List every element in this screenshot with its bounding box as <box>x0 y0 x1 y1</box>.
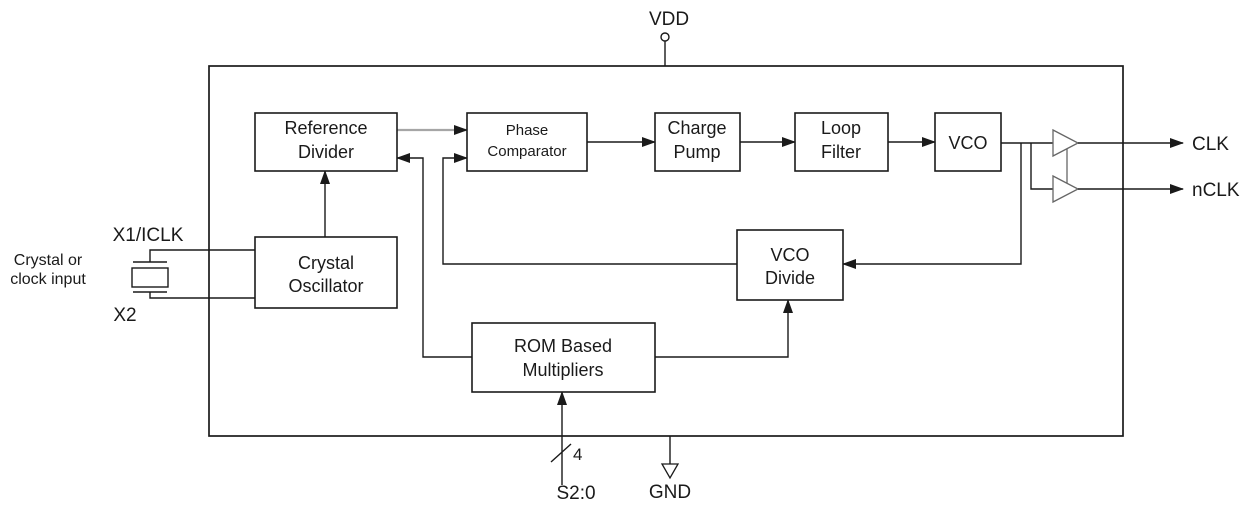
vdd-pin-circle-icon <box>660 32 670 42</box>
bus-width-slash-icon <box>550 443 572 463</box>
bus-width-label: 4 <box>573 445 582 464</box>
reference-divider-label-line2: Divider <box>298 142 354 162</box>
wire-x1-to-xtalosc <box>149 249 256 262</box>
crystal-input: X1/ICLK X2 Crystal or clock input <box>10 225 256 326</box>
block-loop-filter: Loop Filter <box>794 112 889 172</box>
chip-boundary <box>208 65 1124 437</box>
vco-divide-label-line1: VCO <box>770 245 809 265</box>
nclk-pin-label: nCLK <box>1192 180 1240 201</box>
vdd-pin: VDD <box>649 9 689 66</box>
gnd-pin: GND <box>649 436 691 503</box>
wire-x2-to-xtalosc <box>149 292 256 299</box>
wire-vco-to-vcodivide <box>842 143 1022 269</box>
vdd-label: VDD <box>649 9 689 30</box>
crystal-oscillator-label-line2: Oscillator <box>288 276 363 296</box>
block-charge-pump: Charge Pump <box>654 112 741 172</box>
rom-multipliers-label-line2: Multipliers <box>522 360 603 380</box>
loop-filter-label-line1: Loop <box>821 118 861 138</box>
clk-pin-label: CLK <box>1192 134 1229 155</box>
block-vco-divide: VCO Divide <box>736 229 844 301</box>
block-reference-divider: Reference Divider <box>254 112 398 172</box>
input-note-line2: clock input <box>10 271 86 288</box>
x1-pin-label: X1/ICLK <box>113 225 184 246</box>
charge-pump-label-line2: Pump <box>673 142 720 162</box>
wire-vcodivide-to-phasecomp <box>442 153 737 265</box>
crystal-oscillator-label-line1: Crystal <box>298 253 354 273</box>
gnd-symbol-icon <box>660 463 680 480</box>
select-input: 4 S2:0 <box>550 391 596 504</box>
vco-label: VCO <box>948 133 987 153</box>
block-rom-based-multipliers: ROM Based Multipliers <box>471 322 656 393</box>
x2-pin-label: X2 <box>113 305 136 326</box>
crystal-symbol-icon <box>131 261 169 293</box>
charge-pump-label-line1: Charge <box>667 118 726 138</box>
input-note-line1: Crystal or <box>14 252 83 269</box>
wire-rom-to-vcodivide <box>655 299 793 358</box>
rom-multipliers-label-line1: ROM Based <box>514 336 612 356</box>
reference-divider-label-line1: Reference <box>284 118 367 138</box>
block-vco: VCO <box>934 112 1002 172</box>
nclk-buffer-icon <box>1052 174 1080 204</box>
select-pin-label: S2:0 <box>556 483 595 504</box>
block-crystal-oscillator: Crystal Oscillator <box>254 236 398 309</box>
output-stage: CLK nCLK <box>1052 128 1240 204</box>
phase-comparator-label-line2: Comparator <box>487 143 566 160</box>
wire-rom-to-refdiv <box>396 153 472 358</box>
wire-vco-to-nclk-buffer <box>1030 143 1053 190</box>
loop-filter-label-line2: Filter <box>821 142 861 162</box>
block-phase-comparator: Phase Comparator <box>466 112 588 172</box>
vco-divide-label-line2: Divide <box>765 268 815 288</box>
clk-buffer-icon <box>1052 128 1080 158</box>
phase-comparator-label-line1: Phase <box>506 122 549 139</box>
gnd-label: GND <box>649 482 691 503</box>
